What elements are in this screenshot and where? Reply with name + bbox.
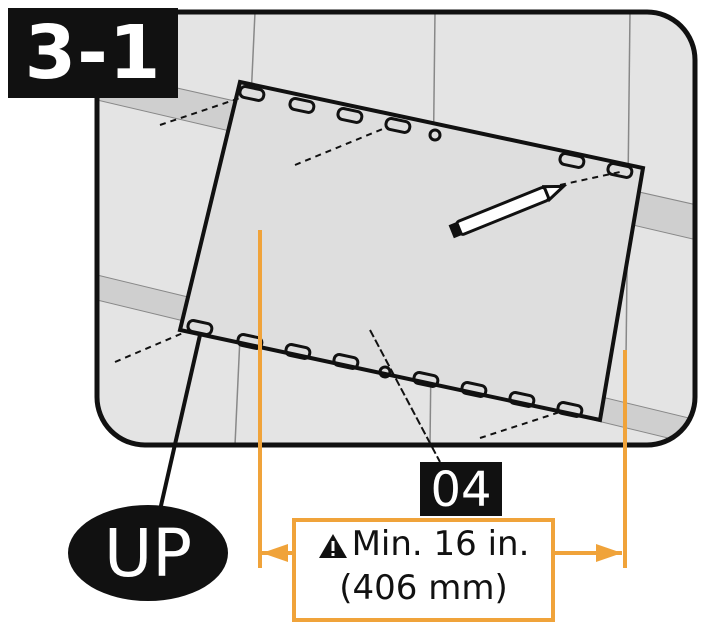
wall-plate (114, 79, 646, 439)
warning-icon (318, 533, 347, 558)
min-spacing-callout: Min. 16 in. (406 mm) (292, 518, 555, 622)
arrow-left-icon (262, 544, 288, 562)
min-spacing-imperial: Min. 16 in. (351, 524, 530, 564)
up-leader-line (158, 334, 202, 511)
up-orientation-badge: UP (68, 505, 228, 601)
step-badge: 3-1 (8, 8, 178, 98)
frame (94, 9, 698, 448)
part-number-badge: 04 (420, 462, 502, 518)
min-spacing-metric: (406 mm) (339, 568, 508, 608)
pencil-icon (448, 184, 568, 239)
arrow-right-icon (596, 544, 622, 562)
part-leader-line (369, 329, 441, 463)
